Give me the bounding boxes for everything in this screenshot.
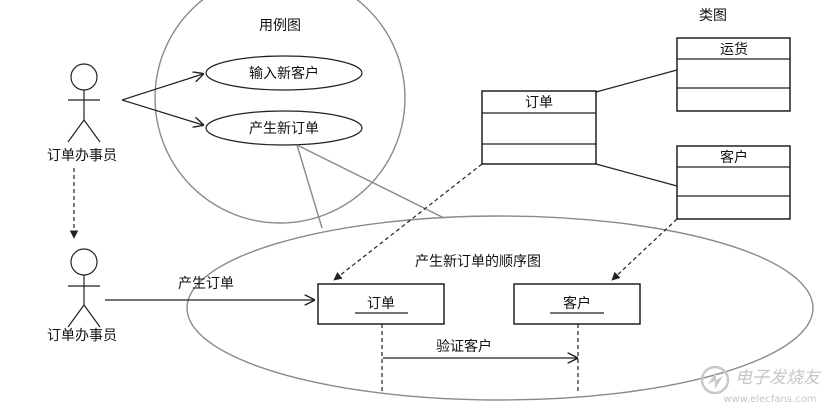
association-order-customer xyxy=(595,163,678,187)
sequence-object-label: 客户 xyxy=(563,295,591,312)
projection-line-left xyxy=(296,144,323,229)
use-case-input-new-customer xyxy=(205,55,363,91)
watermark: 电子发烧友 www.elecfans.com xyxy=(700,365,822,405)
use-case-title: 用例图 xyxy=(259,18,301,34)
watermark-url: www.elecfans.com xyxy=(723,394,816,405)
class-order xyxy=(481,90,597,165)
create-order-message-label: 产生订单 xyxy=(178,276,234,292)
watermark-text: 电子发烧友 xyxy=(735,368,822,388)
class-order-to-object-link xyxy=(333,163,483,281)
association-order-shipping xyxy=(595,69,678,93)
sequence-object-customer xyxy=(513,283,641,325)
actor-head xyxy=(70,248,98,276)
validate-customer-message-label: 验证客户 xyxy=(436,338,492,355)
use-case-label: 产生新订单 xyxy=(249,121,319,137)
class-diagram-title: 类图 xyxy=(699,8,727,24)
watermark-bolt-icon xyxy=(708,372,723,389)
actor-bottom-label: 订单办事员 xyxy=(47,328,117,344)
actor-top xyxy=(67,63,101,143)
class-name: 订单 xyxy=(525,95,553,111)
actor-head xyxy=(70,63,98,91)
watermark-logo-icon xyxy=(700,365,730,395)
use-case-create-new-order xyxy=(205,110,363,146)
sequence-object-label: 订单 xyxy=(367,296,395,312)
actor-bottom xyxy=(67,248,101,328)
class-name: 运货 xyxy=(720,41,748,58)
class-name: 客户 xyxy=(720,149,748,166)
actor-to-input-customer-arrow xyxy=(121,74,203,101)
class-customer-to-object-link xyxy=(611,218,678,281)
use-case-region xyxy=(154,0,406,224)
actor-top-label: 订单办事员 xyxy=(47,148,117,164)
sequence-region xyxy=(186,215,814,401)
class-customer xyxy=(676,145,791,220)
class-shipping xyxy=(676,37,791,112)
actor-to-create-order-arrow xyxy=(121,99,203,125)
projection-line-right xyxy=(296,144,445,219)
sequence-title: 产生新订单的顺序图 xyxy=(415,254,541,270)
sequence-object-order xyxy=(317,283,445,325)
use-case-label: 输入新客户 xyxy=(249,65,319,82)
